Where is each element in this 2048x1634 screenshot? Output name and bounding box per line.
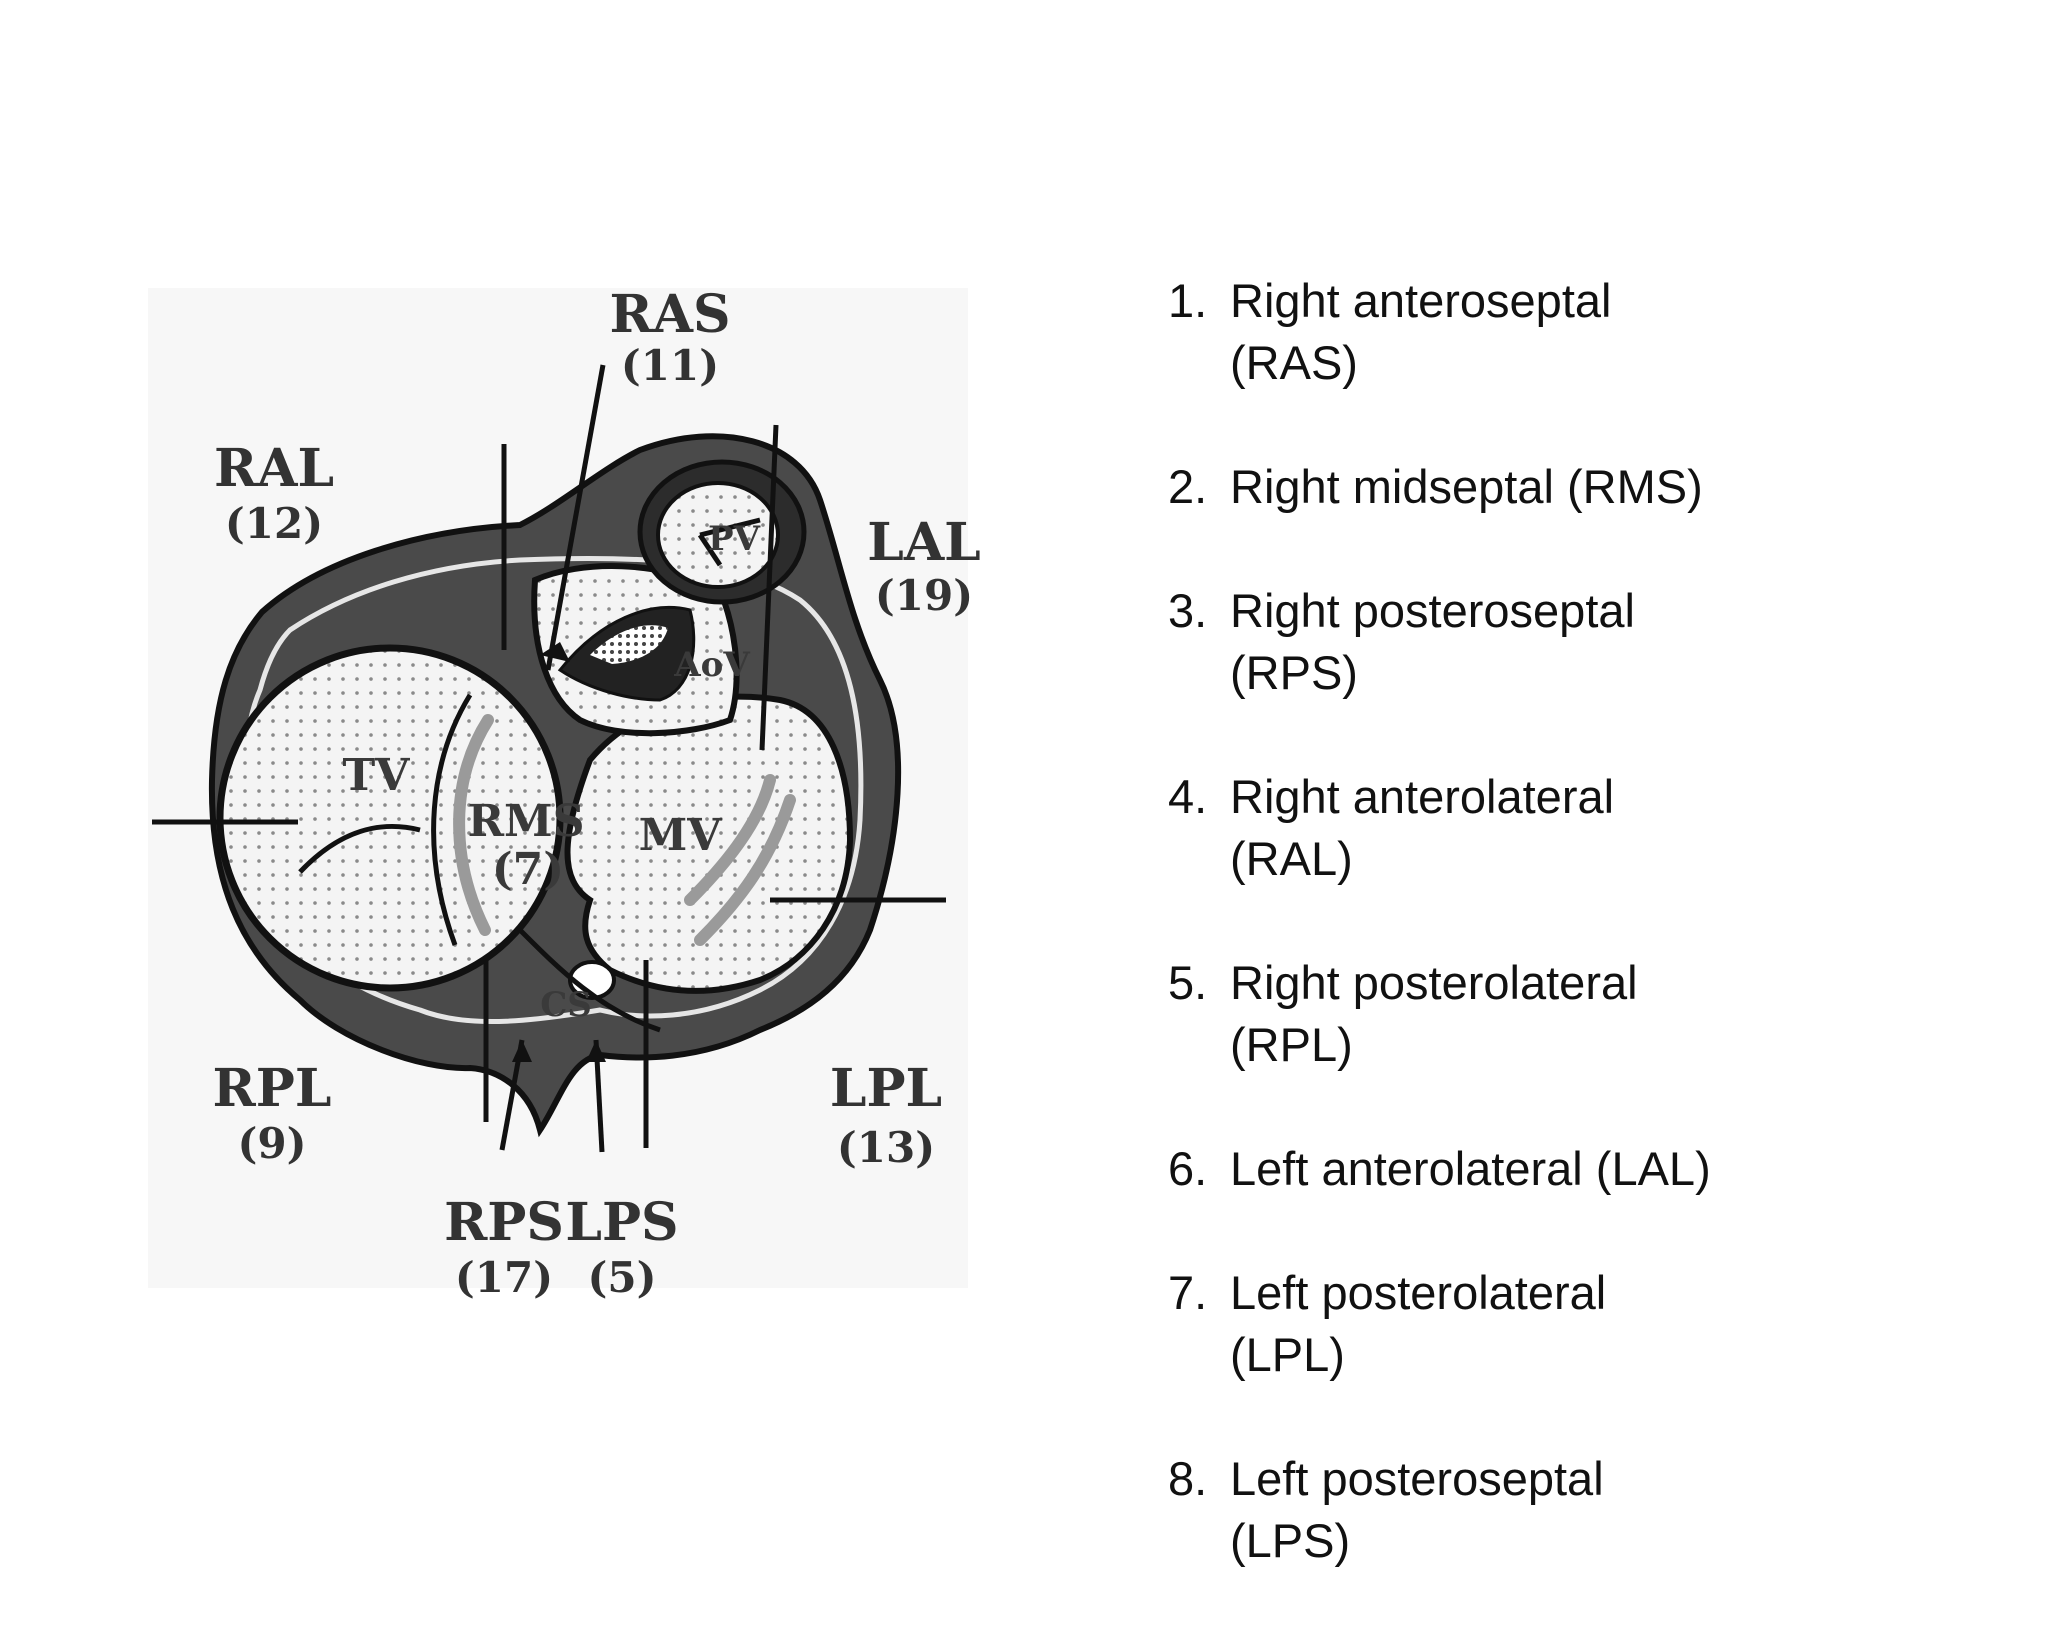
mitral-valve [564, 693, 854, 994]
site-label-rps: RPS [444, 1192, 564, 1253]
site-label-lpl: LPL [830, 1058, 942, 1119]
legend-number: 1. [1168, 274, 1208, 327]
heart-valve-annulus-diagram: RAS (11) RAL (12) LAL (19) RPL (9) LPL (… [152, 284, 981, 1302]
legend-number: 3. [1168, 584, 1208, 637]
leaflet-shading [453, 714, 796, 946]
arrow-heads [512, 642, 606, 1062]
legend-item: 2. Right midseptal (RMS) [1168, 456, 2028, 518]
legend-number: 8. [1168, 1452, 1208, 1505]
legend-text: Right posterolateral (RPL) [1230, 956, 1638, 1071]
legend-text: Right anterolateral (RAL) [1230, 770, 1615, 885]
site-count-ras: (11) [621, 341, 719, 390]
site-count-rpl: (9) [238, 1119, 307, 1168]
legend-text: Right anteroseptal (RAS) [1230, 274, 1612, 389]
legend-text: Left posteroseptal (LPS) [1230, 1452, 1604, 1567]
legend-text: Left posterolateral (LPL) [1230, 1266, 1607, 1381]
site-label-ras: RAS [609, 284, 730, 345]
site-label-lal: LAL [867, 512, 980, 573]
legend-text: Left anterolateral (LAL) [1230, 1142, 1711, 1195]
legend-item: 3. Right posteroseptal (RPS) [1168, 580, 2028, 704]
site-marker-lines [152, 364, 946, 1153]
site-label-lps: LPS [565, 1192, 678, 1253]
label-rms: RMS [467, 796, 584, 847]
legend-text: Right midseptal (RMS) [1230, 460, 1703, 513]
label-rms-count: (7) [492, 844, 564, 895]
label-cs: CS [540, 985, 592, 1025]
legend-item: 8. Left posteroseptal (LPS) [1168, 1448, 2028, 1572]
legend-item: 5. Right posterolateral (RPL) [1168, 952, 2028, 1076]
legend-item: 1. Right anteroseptal (RAS) [1168, 270, 2028, 394]
pulmonary-valve [656, 481, 780, 589]
site-count-lpl: (13) [837, 1123, 935, 1172]
leaflet-lines [298, 517, 761, 1033]
legend-item: 4. Right anterolateral (RAL) [1168, 766, 2028, 890]
label-mv: MV [639, 810, 723, 861]
site-count-lal: (19) [875, 571, 973, 620]
legend-number: 6. [1168, 1142, 1208, 1195]
label-tv: TV [343, 750, 411, 801]
label-aov: AoV [673, 645, 750, 685]
site-label-ral: RAL [214, 438, 334, 499]
legend-number: 5. [1168, 956, 1208, 1009]
legend-number: 4. [1168, 770, 1208, 823]
label-pv: PV [708, 519, 761, 559]
aortic-hatched-area [590, 625, 668, 664]
accessory-pathway-legend: 1. Right anteroseptal (RAS) 2. Right mid… [1168, 270, 2028, 1634]
legend-number: 7. [1168, 1266, 1208, 1319]
legend-item: 6. Left anterolateral (LAL) [1168, 1138, 2028, 1200]
site-count-lps: (5) [588, 1253, 657, 1302]
site-label-rpl: RPL [213, 1058, 332, 1119]
legend-number: 2. [1168, 460, 1208, 513]
site-count-rps: (17) [455, 1253, 553, 1302]
legend-item: 7. Left posterolateral (LPL) [1168, 1262, 2028, 1386]
legend-text: Right posteroseptal (RPS) [1230, 584, 1635, 699]
site-count-ral: (12) [225, 499, 323, 548]
